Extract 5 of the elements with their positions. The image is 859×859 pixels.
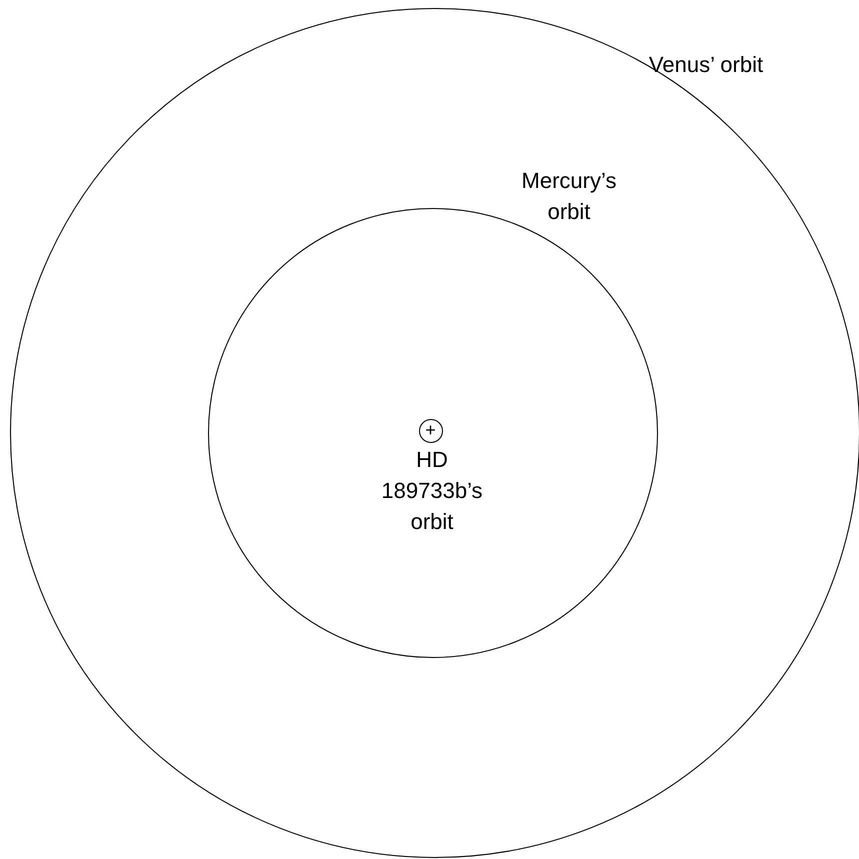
orbit-label: Venus’ orbit (648, 51, 764, 79)
orbit-circle (10, 8, 859, 858)
orbit-label: HD 189733b’s orbit (380, 446, 484, 536)
orbit-label: Mercury’s orbit (520, 167, 618, 226)
star-marker: + (424, 420, 437, 441)
